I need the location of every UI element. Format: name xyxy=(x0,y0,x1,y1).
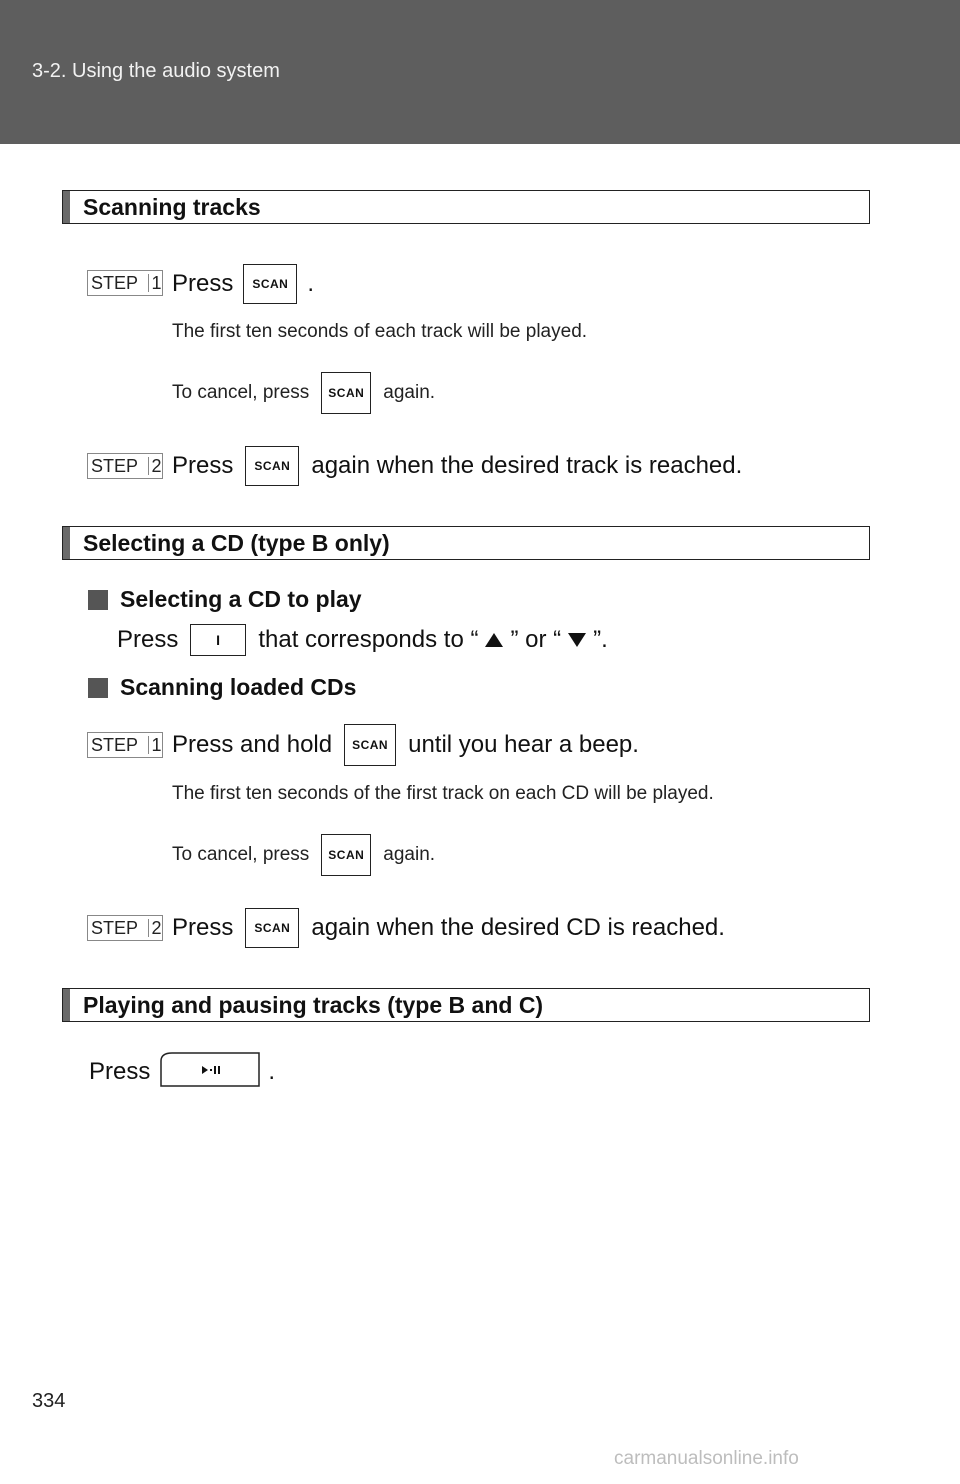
section-title: Selecting a CD (type B only) xyxy=(83,530,390,556)
section-heading-selecting-cd: Selecting a CD (type B only) xyxy=(62,526,870,560)
play-pause-instruction: Press . xyxy=(89,1051,275,1090)
note-text: The first ten seconds of the first track… xyxy=(172,783,714,804)
page-header: 3-2. Using the audio system xyxy=(0,0,960,144)
subheading-selecting-cd-to-play: Selecting a CD to play xyxy=(88,586,362,613)
note-text: The first ten seconds of each track will… xyxy=(172,321,588,342)
disc-button-icon: I xyxy=(190,624,247,656)
cancel-instruction: To cancel, press SCAN again. xyxy=(172,372,435,414)
scan-button-icon: SCAN xyxy=(321,834,372,876)
section-heading-scanning-tracks: Scanning tracks xyxy=(62,190,870,224)
triangle-up-icon xyxy=(485,633,504,647)
section-title: Playing and pausing tracks (type B and C… xyxy=(83,992,544,1018)
scan-button-icon: SCAN xyxy=(243,264,298,304)
scan-button-icon: SCAN xyxy=(344,724,397,766)
scan-button-icon: SCAN xyxy=(245,446,300,486)
step-1-instruction: Press and hold SCAN until you hear a bee… xyxy=(172,724,639,766)
chapter-title: 3-2. Using the audio system xyxy=(32,60,280,82)
cancel-instruction: To cancel, press SCAN again. xyxy=(172,834,435,876)
step-2-instruction: Press SCAN again when the desired CD is … xyxy=(172,908,725,948)
section-heading-playing-pausing: Playing and pausing tracks (type B and C… xyxy=(62,988,870,1022)
page-number: 334 xyxy=(32,1390,66,1412)
play-pause-button-icon xyxy=(160,1051,261,1094)
square-bullet-icon xyxy=(88,677,108,698)
watermark: carmanualsonline.info xyxy=(614,1448,799,1469)
select-cd-instruction: Press I that corresponds to “ ” or “ ”. xyxy=(117,624,608,656)
triangle-down-icon xyxy=(568,633,587,647)
step-2-instruction: Press SCAN again when the desired track … xyxy=(172,446,742,486)
subheading-scanning-loaded-cds: Scanning loaded CDs xyxy=(88,674,356,701)
scan-button-icon: SCAN xyxy=(321,372,372,414)
step-1-instruction: Press SCAN . xyxy=(172,264,314,304)
section-title: Scanning tracks xyxy=(83,194,261,220)
scan-button-icon: SCAN xyxy=(245,908,300,948)
square-bullet-icon xyxy=(88,589,108,610)
